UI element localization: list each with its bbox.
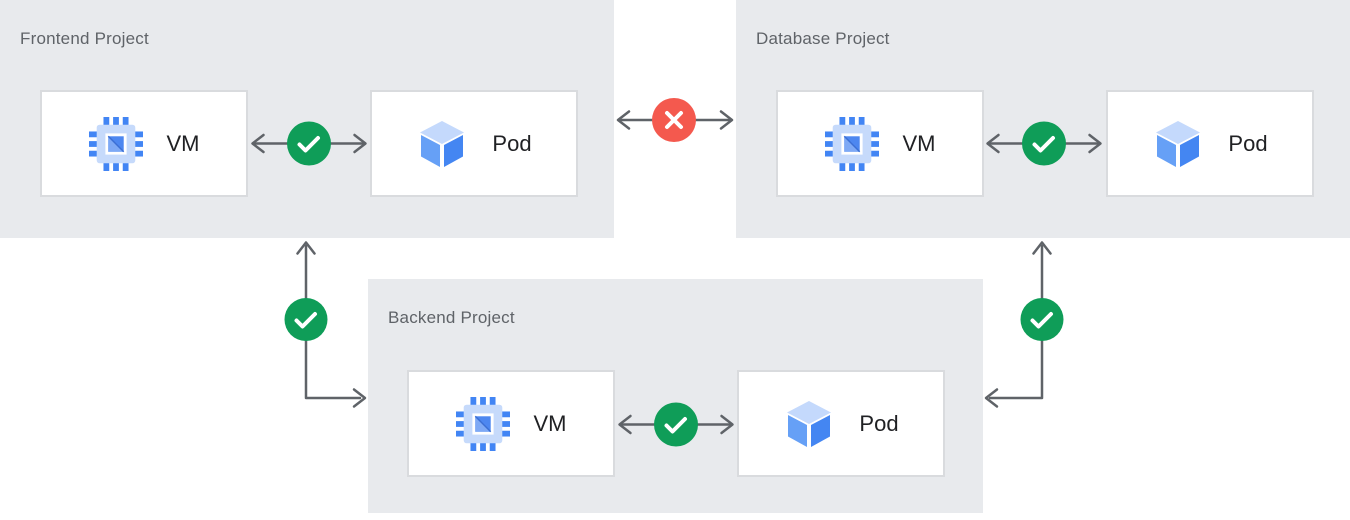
node-database-pod: Pod — [1106, 90, 1314, 197]
node-label: Pod — [859, 410, 899, 436]
vm-chip-icon — [455, 396, 510, 451]
node-backend-pod: Pod — [737, 370, 945, 477]
project-title-backend: Backend Project — [388, 308, 515, 327]
pod-cube-icon — [1156, 120, 1201, 167]
denied-badge — [652, 98, 696, 142]
x-icon — [665, 111, 683, 129]
project-title-frontend: Frontend Project — [20, 29, 149, 48]
node-frontend-pod: Pod — [370, 90, 578, 197]
node-backend-vm: VM — [407, 370, 615, 477]
connection-frontend-backend — [296, 241, 367, 408]
project-panel-backend: Backend Project VM — [368, 279, 983, 513]
chip-pins — [824, 116, 879, 171]
node-label: VM — [166, 130, 200, 156]
pod-cube-icon — [420, 120, 465, 167]
check-icon — [294, 312, 317, 329]
node-database-vm: VM — [776, 90, 984, 197]
chip-pins — [455, 396, 510, 451]
vm-chip-icon — [88, 116, 143, 171]
project-panel-frontend: Frontend Project VM — [0, 0, 614, 238]
arrowhead-right-icon — [352, 388, 367, 408]
node-label: VM — [533, 410, 567, 436]
connection-frontend-database — [616, 110, 734, 130]
pod-cube-icon — [787, 400, 832, 447]
chip-pins — [88, 116, 143, 171]
vm-chip-icon — [824, 116, 879, 171]
arrowhead-up-icon — [1032, 241, 1052, 255]
project-panel-database: Database Project VM — [736, 0, 1350, 238]
project-title-database: Database Project — [756, 29, 890, 48]
node-label: Pod — [1228, 130, 1268, 156]
arrowhead-right-icon — [719, 110, 734, 130]
status-allowed-frontend-backend — [284, 298, 328, 341]
arrowhead-up-icon — [296, 241, 316, 255]
connection-database-backend — [984, 241, 1052, 408]
allowed-badge — [1020, 298, 1064, 341]
node-label: Pod — [492, 130, 532, 156]
status-allowed-database-backend — [1020, 298, 1064, 341]
arrowhead-left-icon — [616, 110, 631, 130]
check-icon — [1030, 312, 1053, 329]
node-frontend-vm: VM — [40, 90, 248, 197]
arrowhead-left-icon — [984, 388, 999, 408]
status-denied-frontend-database — [652, 98, 696, 142]
node-label: VM — [902, 130, 936, 156]
allowed-badge — [284, 298, 328, 341]
